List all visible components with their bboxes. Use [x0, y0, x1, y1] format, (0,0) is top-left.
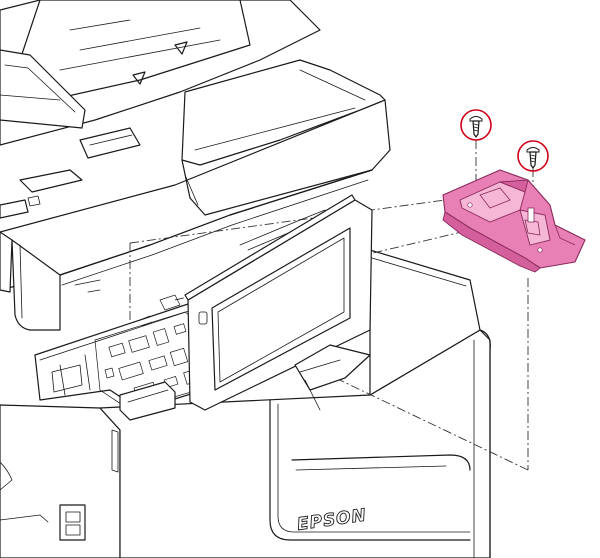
- scanner-unit: [0, 0, 391, 331]
- printer-body: EPSON: [0, 249, 491, 558]
- highlighted-bracket-part: [442, 169, 586, 273]
- screw-left: [460, 109, 492, 141]
- callout-circle-left: [460, 109, 492, 141]
- screw-icon: [526, 147, 540, 169]
- main-circuit-board: [34, 209, 331, 421]
- callout-circle-right: [517, 140, 549, 172]
- screw-right: [517, 140, 549, 172]
- control-panel-display: [184, 194, 373, 411]
- screw-icon: [469, 116, 483, 138]
